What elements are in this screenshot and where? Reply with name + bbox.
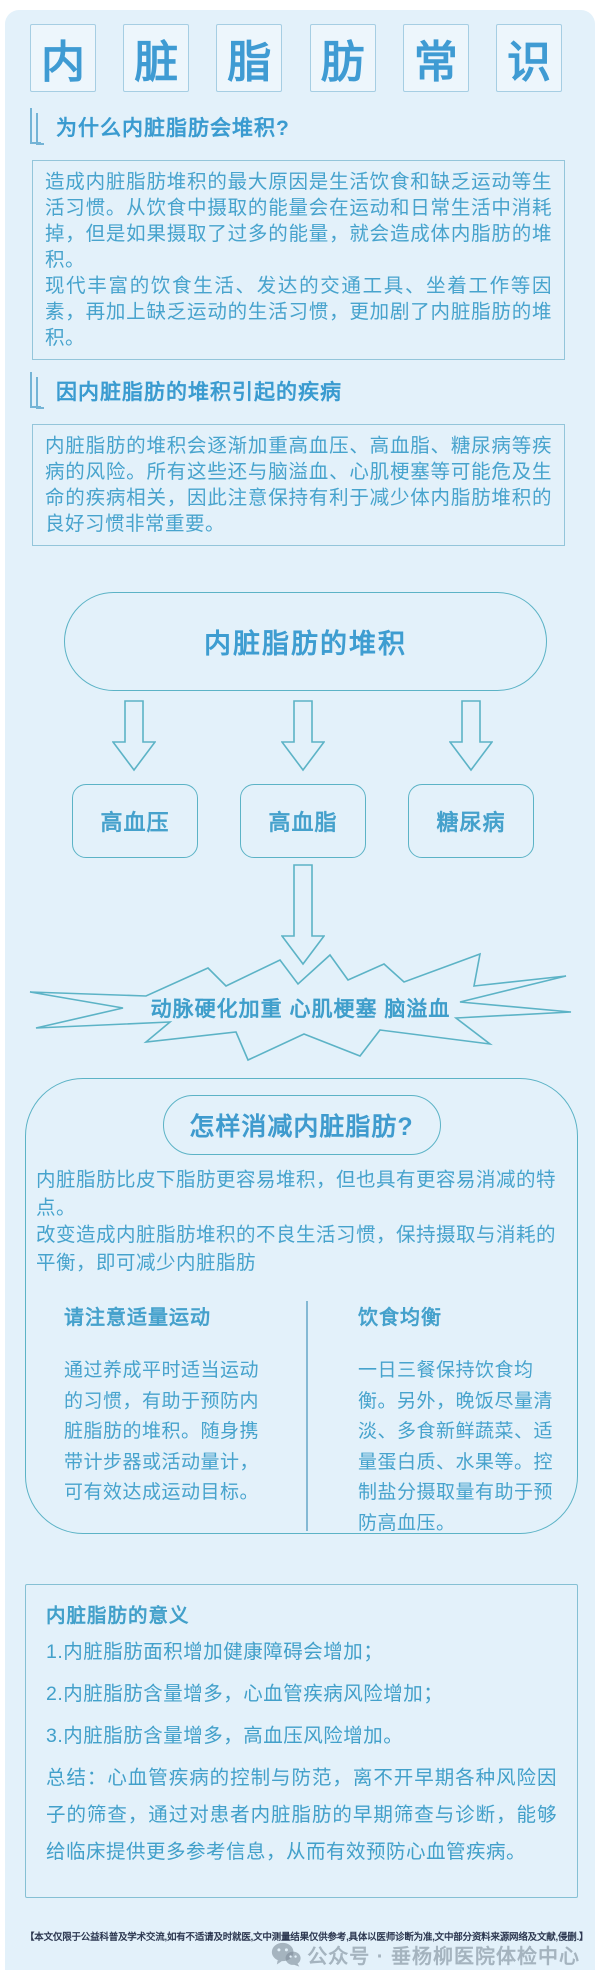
meaning-section-box: 内脏脂肪的意义 1.内脏脂肪面积增加健康障碍会增加； 2.内脏脂肪含量增多，心血… [25, 1584, 578, 1898]
meaning-summary: 总结：心血管疾病的控制与防范，离不开早期各种风险因子的筛查，通过对患者内脏脂肪的… [46, 1767, 557, 1863]
wechat-icon [272, 1942, 301, 1967]
disease-paragraph-box: 内脏脂肪的堆积会逐渐加重高血压、高血脂、糖尿病等疾病的风险。所有这些还与脑溢血、… [32, 424, 565, 546]
reduce-section-container: 怎样消减内脏脂肪? 内脏脂肪比皮下脂肪更容易堆积，但也具有更容易消减的特点。 改… [25, 1078, 578, 1534]
diagram-source-node: 内脏脂肪的堆积 [64, 592, 547, 691]
section-heading-disease: 因内脏脂肪的堆积引起的疾病 [30, 372, 342, 410]
column-title: 请注意适量运动 [64, 1307, 211, 1329]
column-body: 一日三餐保持饮食均衡。另外，晚饭尽量清淡、多食新鲜蔬菜、适量蛋白质、水果等。控制… [358, 1360, 554, 1534]
watermark-text: 公众号 · 垂杨柳医院体检中心 [307, 1946, 580, 1968]
why-paragraph-2: 现代丰富的饮食生活、发达的交通工具、坐着工作等因素，再加上缺乏运动的生活习惯，更… [45, 275, 552, 349]
background-panel [5, 10, 595, 1970]
reduce-column-exercise: 请注意适量运动 通过养成平时适当运动的习惯，有助于预防内脏脂肪的堆积。随身携带计… [64, 1301, 260, 1509]
title-char-box: 识 [495, 24, 562, 92]
down-arrow-icon [281, 700, 325, 772]
section-heading-why: 为什么内脏脂肪会堆积? [30, 108, 290, 146]
reduce-intro: 内脏脂肪比皮下脂肪更容易堆积，但也具有更容易消减的特点。 改变造成内脏脂肪堆积的… [36, 1167, 569, 1277]
meaning-item: 1.内脏脂肪面积增加健康障碍会增加； [46, 1641, 384, 1663]
reduce-heading-pill: 怎样消减内脏脂肪? [162, 1095, 441, 1155]
footer-disclaimer: 【本文仅限于公益科普及学术交流,如有不适请及时就医,文中测量结果仅供参考,具体以… [25, 1932, 589, 1943]
diagram-node-label: 高血压 [100, 810, 170, 835]
section-heading-label: 为什么内脏脂肪会堆积? [56, 117, 290, 140]
column-title: 饮食均衡 [358, 1307, 442, 1329]
title-char-box: 内 [30, 24, 96, 92]
reduce-heading-label: 怎样消减内脏脂肪? [189, 1113, 414, 1141]
bracket-icon [30, 372, 45, 410]
diagram-node-label: 高血脂 [268, 810, 338, 835]
reduce-intro-1: 内脏脂肪比皮下脂肪更容易堆积，但也具有更容易消减的特点。 [36, 1169, 557, 1219]
why-paragraph-box: 造成内脏脂肪堆积的最大原因是生活饮食和缺乏运动等生活习惯。从饮食中摄取的能量会在… [32, 160, 565, 360]
title-char-box: 脂 [216, 24, 283, 92]
down-arrow-icon [281, 864, 325, 966]
title-char-box: 常 [402, 24, 469, 92]
diagram-source-label: 内脏脂肪的堆积 [204, 629, 407, 659]
meaning-item: 3.内脏脂肪含量增多，高血压风险增加。 [46, 1725, 404, 1747]
column-divider [306, 1301, 308, 1531]
column-body: 通过养成平时适当运动的习惯，有助于预防内脏脂肪的堆积。随身携带计步器或活动量计，… [64, 1360, 260, 1503]
diagram-node-label: 糖尿病 [436, 810, 506, 835]
down-arrow-icon [449, 700, 493, 772]
section-heading-label: 因内脏脂肪的堆积引起的疾病 [56, 381, 342, 404]
down-arrow-icon [112, 700, 156, 772]
diagram-result-burst: 动脉硬化加重 心肌梗塞 脑溢血 [28, 952, 573, 1064]
title-char-box: 肪 [309, 24, 376, 92]
reduce-intro-2: 改变造成内脏脂肪堆积的不良生活习惯，保持摄取与消耗的平衡，即可减少内脏脂肪 [36, 1224, 557, 1274]
diagram-result-label: 动脉硬化加重 心肌梗塞 脑溢血 [150, 998, 451, 1021]
bracket-icon [30, 108, 45, 146]
page-title: 内 脏 脂 肪 常 识 [30, 24, 562, 92]
disease-paragraph: 内脏脂肪的堆积会逐渐加重高血压、高血脂、糖尿病等疾病的风险。所有这些还与脑溢血、… [45, 435, 552, 535]
why-paragraph-1: 造成内脏脂肪堆积的最大原因是生活饮食和缺乏运动等生活习惯。从饮食中摄取的能量会在… [45, 171, 552, 271]
meaning-item: 2.内脏脂肪含量增多，心血管疾病风险增加； [46, 1683, 444, 1705]
diagram-node-diabetes: 糖尿病 [408, 784, 534, 858]
watermark: 公众号 · 垂杨柳医院体检中心 [271, 1940, 580, 1969]
title-char-box: 脏 [123, 24, 190, 92]
diagram-node-hyperlipidemia: 高血脂 [240, 784, 366, 858]
meaning-heading: 内脏脂肪的意义 [46, 1605, 190, 1627]
reduce-column-diet: 饮食均衡 一日三餐保持饮食均衡。另外，晚饭尽量清淡、多食新鲜蔬菜、适量蛋白质、水… [358, 1301, 572, 1539]
diagram-node-hypertension: 高血压 [72, 784, 198, 858]
